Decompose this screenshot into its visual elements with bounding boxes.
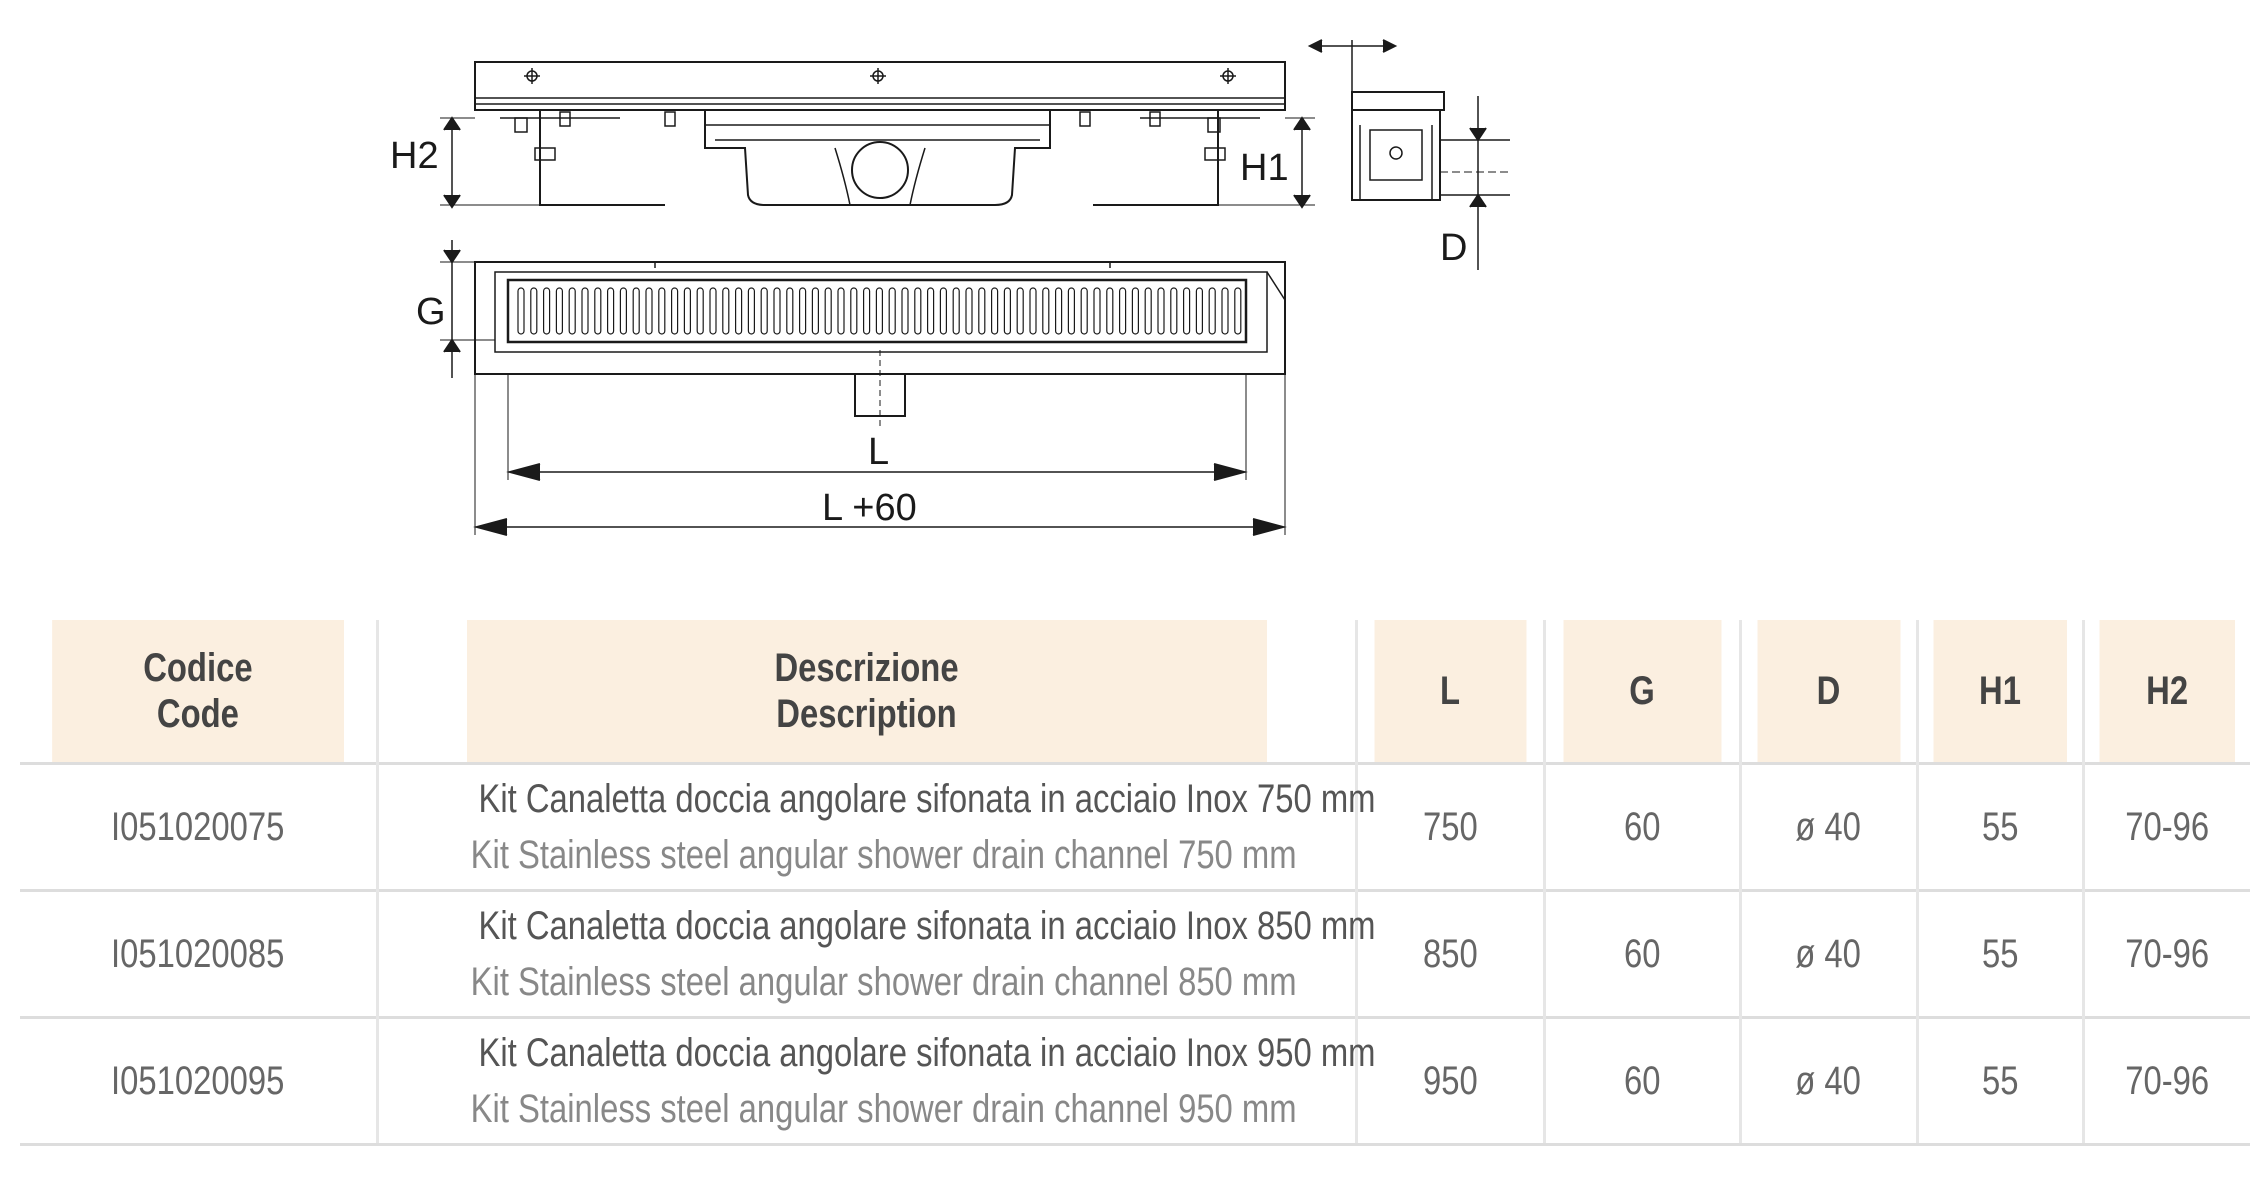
cell-h2: 70-96 [2081, 762, 2250, 891]
dim-label-d: D [1440, 227, 1467, 269]
grate-slot [990, 287, 999, 335]
grate-slot [888, 287, 896, 335]
grate-slot [1144, 287, 1152, 335]
grate-slot [862, 287, 871, 335]
grate-slot [1042, 287, 1050, 335]
grate-slot [1106, 287, 1114, 335]
cell-l: 850 [1354, 889, 1544, 1018]
grate-slot [658, 287, 666, 335]
dim-label-l: L [868, 431, 889, 473]
cell-h1: 55 [1915, 1016, 2083, 1146]
grate-slot [1208, 287, 1216, 335]
grate-slot [734, 287, 743, 335]
grate-slot [1182, 287, 1191, 335]
grate-slot [965, 287, 973, 335]
cell-description: Kit Canaletta doccia angolare sifonata i… [375, 1016, 1375, 1146]
header-g: G [1560, 620, 1723, 764]
grate-slot [1118, 287, 1127, 335]
cell-d: ø 40 [1738, 889, 1917, 1018]
grate-slot [773, 287, 781, 335]
grate-slot [824, 287, 832, 335]
cell-h1: 55 [1915, 762, 2083, 891]
header-l: L [1371, 620, 1528, 764]
grate-slots [517, 287, 1242, 335]
table-row: I051020075 Kit Canaletta doccia angolare… [20, 762, 2250, 891]
grate-slot [901, 287, 909, 335]
grate-slot [1157, 287, 1165, 335]
cell-h2: 70-96 [2081, 889, 2250, 1018]
dim-label-h2: H2 [390, 135, 439, 177]
cell-code: I051020075 [20, 762, 377, 891]
grate-slot [1080, 287, 1088, 335]
cell-description: Kit Canaletta doccia angolare sifonata i… [375, 889, 1375, 1018]
grate-slot [760, 287, 768, 335]
cell-d: ø 40 [1738, 1016, 1917, 1146]
cell-g: 60 [1542, 762, 1740, 891]
grate-slot [1016, 287, 1024, 335]
cell-h2: 70-96 [2081, 1016, 2250, 1146]
header-d: D [1754, 620, 1902, 764]
grate-slot [709, 287, 717, 335]
grate-slot [670, 287, 679, 335]
grate-slot [747, 287, 756, 335]
cell-h1: 55 [1915, 889, 2083, 1018]
grate-slot [530, 287, 538, 335]
grate-slot [1029, 287, 1037, 335]
grate-slot [517, 287, 525, 335]
dim-label-h1: H1 [1240, 147, 1289, 189]
grate-slot [1067, 287, 1076, 335]
grate-slot [978, 287, 986, 335]
grate-slot [542, 287, 551, 335]
grate-slot [696, 287, 704, 335]
cell-description: Kit Canaletta doccia angolare sifonata i… [375, 762, 1375, 891]
grate-slot [939, 287, 948, 335]
grate-slot [1093, 287, 1101, 335]
cell-l: 750 [1354, 762, 1544, 891]
grate-slot [811, 287, 820, 335]
grate-slot [1195, 287, 1204, 335]
header-h1: H1 [1930, 620, 2069, 764]
grate-slot [594, 287, 602, 335]
grate-slot [581, 287, 589, 335]
grate-slot [632, 287, 640, 335]
cell-g: 60 [1542, 889, 1740, 1018]
table-row: I051020095 Kit Canaletta doccia angolare… [20, 1016, 2250, 1146]
cell-d: ø 40 [1738, 762, 1917, 891]
header-h2: H2 [2096, 620, 2235, 764]
grate-slot [722, 287, 730, 335]
dim-label-l-plus-60: L +60 [822, 487, 917, 529]
grate-slot [837, 287, 845, 335]
header-code: Codice Code [52, 620, 345, 764]
grate-slot [1170, 287, 1178, 335]
dim-label-g: G [416, 291, 446, 333]
cell-l: 950 [1354, 1016, 1544, 1146]
cell-g: 60 [1542, 1016, 1740, 1146]
grate-slot [1003, 287, 1012, 335]
grate-slot [786, 287, 794, 335]
table-row: I051020085 Kit Canaletta doccia angolare… [20, 889, 2250, 1018]
grate-slot [568, 287, 576, 335]
header-description: Descrizione Description [463, 620, 1268, 764]
grate-slot [606, 287, 615, 335]
cell-code: I051020085 [20, 889, 377, 1018]
grate-slot [1054, 287, 1063, 335]
grate-slot [926, 287, 935, 335]
grate-slot [914, 287, 922, 335]
technical-drawing: H2 H1 D G L L +60 [390, 39, 1510, 536]
grate-slot [1221, 287, 1229, 335]
grate-slot [952, 287, 960, 335]
table-header-row: Codice Code Descrizione Description L G … [20, 620, 2250, 764]
grate-slot [875, 287, 884, 335]
spec-table: Codice Code Descrizione Description L G … [20, 620, 2250, 1146]
grate-slot [1234, 287, 1242, 335]
grate-slot [850, 287, 858, 335]
grate-slot [645, 287, 653, 335]
grate-slot [798, 287, 807, 335]
cell-code: I051020095 [20, 1016, 377, 1146]
grate-slot [683, 287, 692, 335]
grate-slot [619, 287, 628, 335]
grate-slot [555, 287, 564, 335]
grate-slot [1131, 287, 1140, 335]
